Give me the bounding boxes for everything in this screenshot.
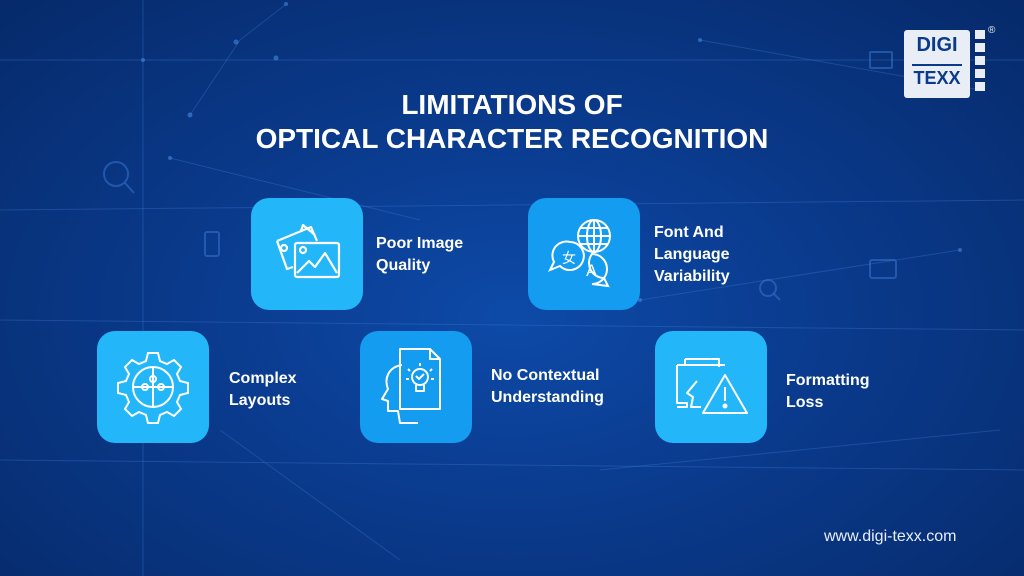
website-url[interactable]: www.digi-texx.com	[824, 528, 957, 545]
complex-layouts-label: Complex Layouts	[229, 370, 297, 409]
title-line-2: OPTICAL CHARACTER RECOGNITION	[255, 123, 769, 154]
logo-line-2: TEXX	[913, 68, 961, 88]
no-contextual-label: No Contextual Understanding	[491, 367, 604, 406]
logo-line-1: DIGI	[916, 34, 958, 56]
svg-text:女: 女	[562, 250, 576, 267]
complex-layouts-card	[97, 331, 209, 443]
images-icon	[275, 223, 341, 279]
poor-image-quality-card	[251, 198, 363, 310]
formatting-loss-label: Formatting Loss	[786, 372, 870, 411]
logo-film-strip-icon	[975, 30, 985, 95]
no-contextual-card	[360, 331, 472, 443]
translate-globe-icon: 女 A	[547, 219, 611, 288]
font-language-label: Font And Language Variability	[654, 224, 730, 285]
registered-mark: ®	[988, 25, 996, 36]
svg-text:A: A	[586, 261, 597, 280]
font-language-card: 女 A	[528, 198, 640, 310]
title-line-1: LIMITATIONS OF	[401, 89, 623, 120]
head-idea-document-icon	[381, 348, 441, 424]
gear-puzzle-icon	[117, 352, 189, 424]
logo-divider	[912, 64, 962, 66]
poor-image-quality-label: Poor Image Quality	[376, 235, 464, 274]
formatting-loss-card	[655, 331, 767, 443]
broken-folder-warning-icon	[676, 358, 748, 414]
digitexx-logo: DIGI TEXX	[904, 30, 970, 98]
page-title: LIMITATIONS OF OPTICAL CHARACTER RECOGNI…	[0, 88, 1024, 156]
